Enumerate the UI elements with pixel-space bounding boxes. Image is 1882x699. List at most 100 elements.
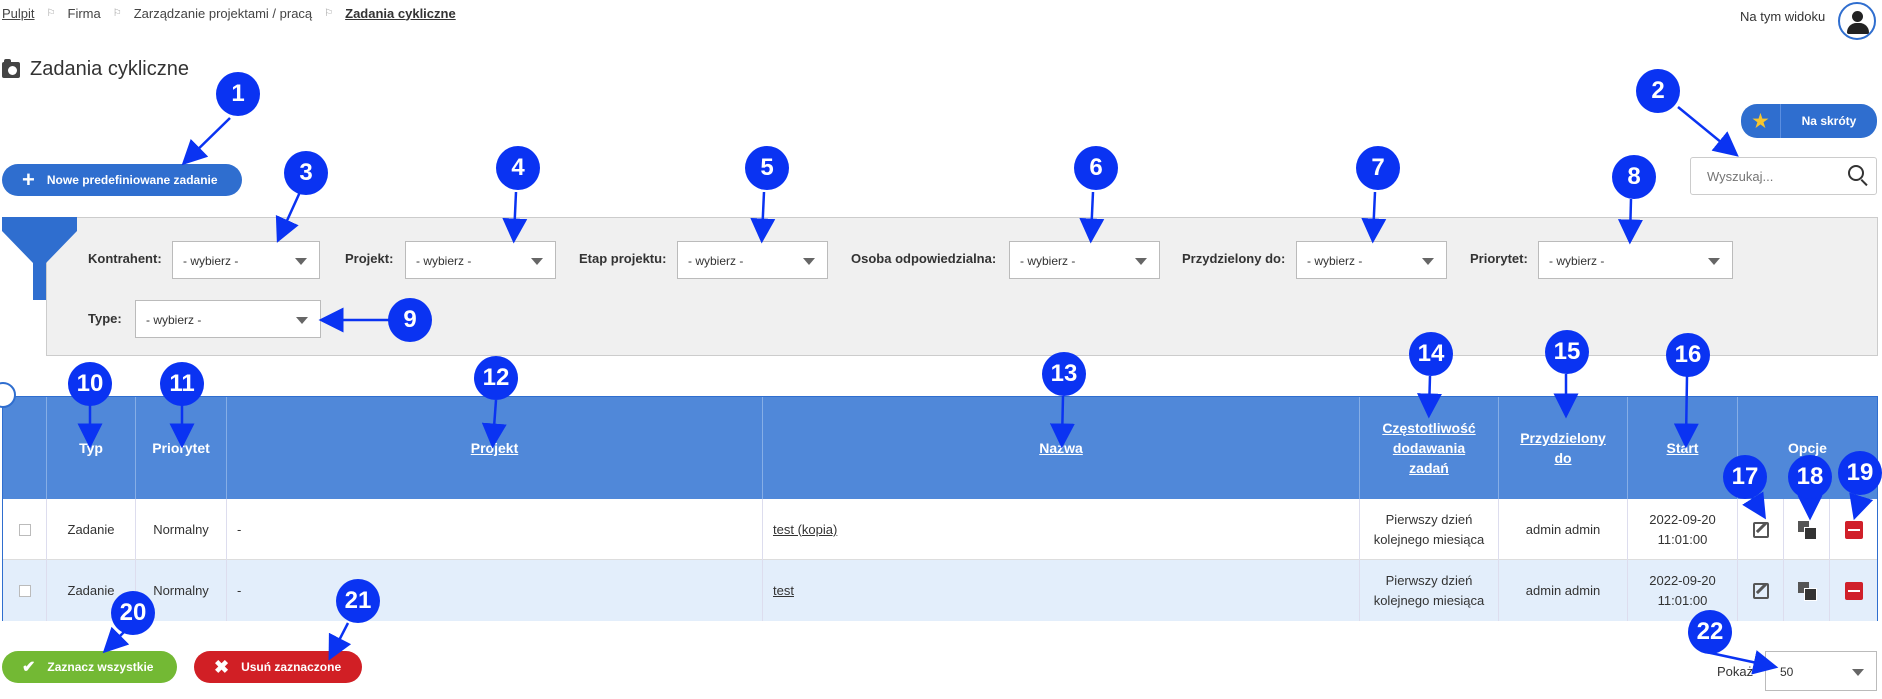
callout-21: 21 [336, 579, 380, 623]
header-project-sort[interactable]: Projekt [227, 397, 763, 499]
cell-project: - [227, 499, 763, 560]
callout-12: 12 [474, 356, 518, 400]
filter-responsible-value: - wybierz - [1020, 254, 1076, 268]
page-size-select[interactable]: 50 [1765, 651, 1877, 691]
delete-cell [1830, 560, 1877, 621]
check-icon: ✔ [22, 659, 36, 676]
edit-icon[interactable] [1752, 582, 1769, 599]
edit-cell [1738, 499, 1784, 560]
callout-18: 18 [1788, 455, 1832, 499]
chevron-down-icon [1708, 258, 1720, 265]
column-toggle-icon[interactable] [0, 382, 16, 408]
callout-15: 15 [1545, 330, 1589, 374]
breadcrumb-separator-icon: ⚐ [324, 7, 334, 19]
cell-start: 2022-09-20 11:01:00 [1628, 499, 1738, 560]
search-icon[interactable] [1848, 165, 1864, 181]
cell-start: 2022-09-20 11:01:00 [1628, 560, 1738, 621]
star-icon[interactable]: ★ [1741, 104, 1781, 138]
cell-frequency: Pierwszy dzień kolejnego miesiąca [1360, 499, 1499, 560]
cell-priority: Normalny [136, 499, 227, 560]
callout-22: 22 [1688, 610, 1732, 654]
copy-icon[interactable] [1797, 520, 1817, 540]
new-predefined-task-label: Nowe predefiniowane zadanie [46, 173, 218, 187]
filter-type-select[interactable]: - wybierz - [135, 300, 321, 338]
filter-project-select[interactable]: - wybierz - [405, 241, 556, 279]
header-priority: Priorytet [136, 397, 227, 499]
chevron-down-icon [531, 258, 543, 265]
filter-priority-select[interactable]: - wybierz - [1538, 241, 1733, 279]
callout-5: 5 [745, 146, 789, 190]
filter-assigned-label: Przydzielony do: [1182, 251, 1286, 266]
breadcrumb-project-management[interactable]: Zarządzanie projektami / pracą [133, 5, 313, 21]
callout-9: 9 [388, 298, 432, 342]
cell-assigned: admin admin [1499, 499, 1628, 560]
header-type: Typ [47, 397, 136, 499]
chevron-down-icon [803, 258, 815, 265]
copy-cell [1784, 499, 1830, 560]
callout-6: 6 [1074, 146, 1118, 190]
cell-frequency: Pierwszy dzień kolejnego miesiąca [1360, 560, 1499, 621]
page-size-label: Pokaż [1717, 664, 1754, 679]
search-box [1690, 157, 1877, 195]
view-label: Na tym widoku [1740, 9, 1826, 24]
edit-icon[interactable] [1752, 521, 1769, 538]
header-name-sort[interactable]: Nazwa [763, 397, 1360, 499]
cell-name: test (kopia) [763, 499, 1360, 560]
task-name-link[interactable]: test [773, 582, 794, 598]
filter-contractor-select[interactable]: - wybierz - [172, 241, 320, 279]
breadcrumb-pulpit[interactable]: Pulpit [2, 5, 35, 21]
filter-responsible-select[interactable]: - wybierz - [1009, 241, 1160, 279]
callout-17: 17 [1723, 455, 1767, 499]
callout-13: 13 [1042, 352, 1086, 396]
callout-8: 8 [1612, 155, 1656, 199]
row-checkbox[interactable] [18, 584, 31, 597]
copy-cell [1784, 560, 1830, 621]
filter-assigned-value: - wybierz - [1307, 254, 1363, 268]
delete-selected-button[interactable]: ✖ Usuń zaznaczone [194, 651, 362, 683]
chevron-down-icon [1135, 258, 1147, 265]
chevron-down-icon [296, 317, 308, 324]
recurring-tasks-icon [2, 59, 20, 78]
filter-responsible-label: Osoba odpowiedzialna: [851, 251, 997, 266]
callout-2: 2 [1636, 69, 1680, 113]
delete-icon[interactable] [1844, 520, 1863, 539]
callout-19: 19 [1838, 451, 1882, 495]
header-frequency-sort[interactable]: Częstotliwość dodawania zadań [1360, 397, 1499, 499]
breadcrumb: Pulpit ⚐ Firma ⚐ Zarządzanie projektami … [2, 4, 456, 22]
cell-name: test [763, 560, 1360, 621]
row-checkbox-cell [3, 560, 47, 621]
filter-contractor-value: - wybierz - [183, 254, 239, 268]
filter-stage-label: Etap projektu: [579, 251, 667, 266]
chevron-down-icon [1422, 258, 1434, 265]
copy-icon[interactable] [1797, 581, 1817, 601]
breadcrumb-separator-icon: ⚐ [46, 7, 56, 19]
page-size-value: 50 [1780, 665, 1794, 679]
search-input[interactable] [1705, 168, 1835, 185]
callout-10: 10 [68, 362, 112, 406]
table-header: Typ Priorytet Projekt Nazwa Częstotliwoś… [3, 397, 1877, 499]
header-assigned-sort[interactable]: Przydzielony do [1499, 397, 1628, 499]
cell-type: Zadanie [47, 560, 136, 621]
row-checkbox[interactable] [18, 523, 31, 536]
row-checkbox-cell [3, 499, 47, 560]
select-all-label: Zaznacz wszystkie [47, 660, 154, 674]
delete-icon[interactable] [1844, 581, 1863, 600]
shortcuts-button[interactable]: ★ Na skróty [1741, 104, 1877, 138]
filter-funnel-icon [2, 217, 77, 300]
breadcrumb-firma[interactable]: Firma [67, 5, 101, 21]
callout-7: 7 [1356, 146, 1400, 190]
callout-20: 20 [111, 591, 155, 635]
filter-type-value: - wybierz - [146, 313, 202, 327]
user-avatar-icon[interactable] [1838, 2, 1876, 40]
header-start-sort[interactable]: Start [1628, 397, 1738, 499]
header-options: Opcje [1788, 439, 1827, 456]
new-predefined-task-button[interactable]: + Nowe predefiniowane zadanie [2, 164, 242, 196]
delete-selected-label: Usuń zaznaczone [241, 660, 342, 674]
filter-stage-select[interactable]: - wybierz - [677, 241, 828, 279]
task-name-link[interactable]: test (kopia) [773, 521, 838, 537]
select-all-button[interactable]: ✔ Zaznacz wszystkie [2, 651, 177, 683]
filter-contractor-label: Kontrahent: [88, 251, 162, 266]
chevron-down-icon [1852, 669, 1864, 676]
edit-cell [1738, 560, 1784, 621]
filter-assigned-select[interactable]: - wybierz - [1296, 241, 1447, 279]
